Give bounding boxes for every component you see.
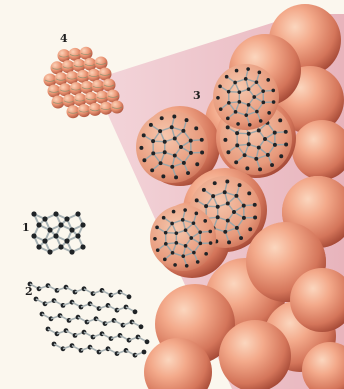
fcc-sphere-cluster <box>44 47 124 119</box>
label-fullerite: 3 <box>193 90 201 101</box>
label-graphite: 2 <box>25 286 33 297</box>
diamond-lattice <box>31 211 85 254</box>
label-fcc-crystal: 4 <box>60 33 68 44</box>
fullerene-molecule-icon <box>136 111 208 183</box>
label-diamond: 1 <box>22 222 30 233</box>
fullerene-molecule-icon <box>213 64 279 130</box>
graphite-layers <box>28 282 150 358</box>
fullerene-molecule-icon <box>150 205 216 271</box>
